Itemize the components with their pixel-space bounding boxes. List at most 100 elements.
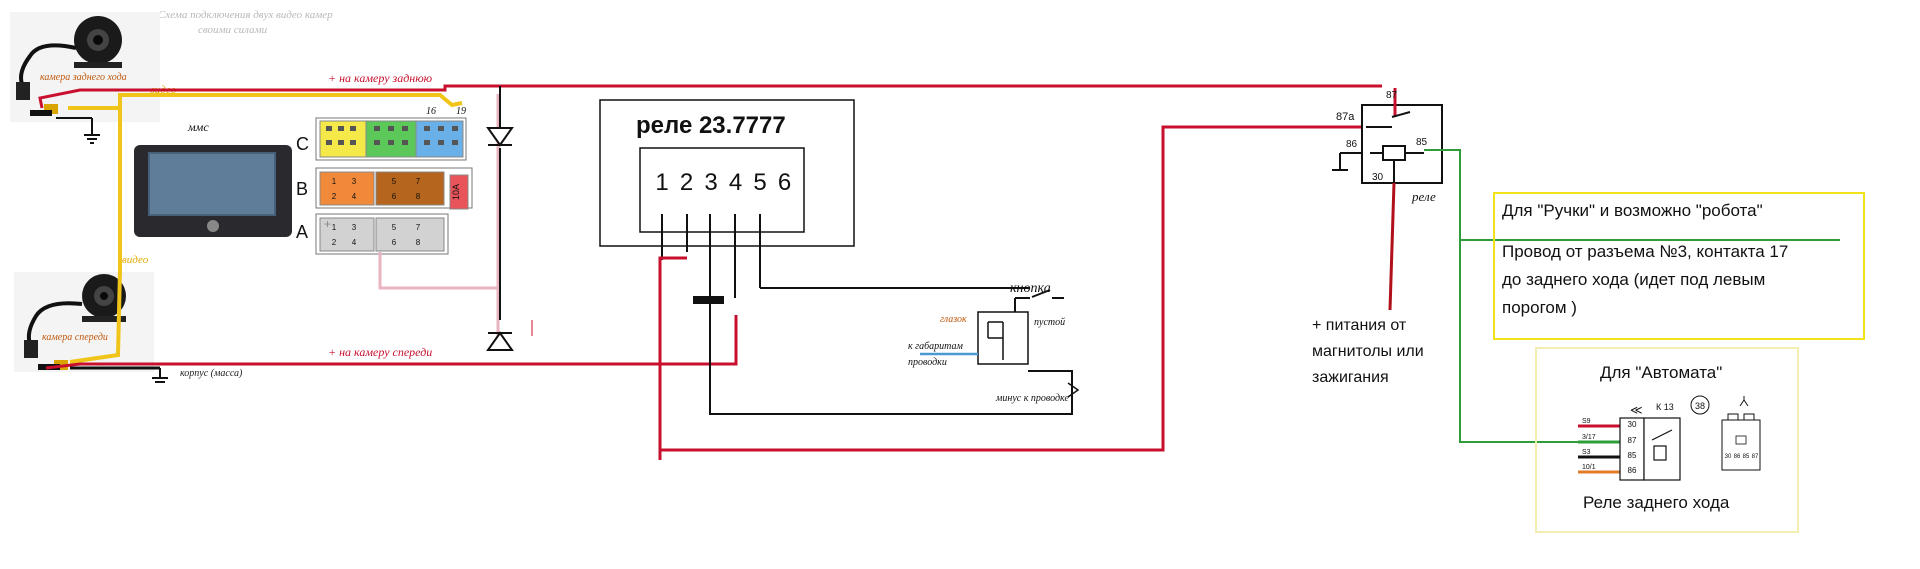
- connector-a-pin-4: 4: [352, 238, 357, 247]
- fuse-label: 10A: [451, 184, 461, 200]
- handle-note-line2: до заднего хода (идет под левым: [1502, 270, 1765, 289]
- auto-pin-85: 85: [1628, 451, 1637, 460]
- connector-a-pin-6: 6: [392, 238, 397, 247]
- auto-note-title: Для "Автомата": [1600, 363, 1722, 382]
- right-relay: [1361, 88, 1443, 184]
- connector-a-pin-1: 1: [332, 223, 337, 232]
- switch-button-label: кнопка: [1010, 281, 1051, 296]
- relay-pin-85: 85: [1416, 137, 1428, 148]
- connector-b-pin-7: 7: [416, 177, 421, 186]
- right-relay-ground: [1332, 152, 1362, 171]
- switch-empty-label: пустой: [1034, 317, 1065, 328]
- auto-relay-diagram: ≪: [1578, 395, 1761, 481]
- row-a-label: A: [296, 222, 308, 242]
- auto-mini-pin-86: 86: [1734, 454, 1741, 460]
- auto-mini-pin-85: 85: [1743, 454, 1750, 460]
- relay-pin-30: 30: [1372, 172, 1384, 183]
- auto-pin-30: 30: [1628, 420, 1637, 429]
- connector-b-pin-4: 4: [352, 192, 357, 201]
- svg-text:≪: ≪: [1630, 403, 1643, 417]
- plus-rear-label: + на камеру заднюю: [328, 71, 433, 85]
- diagram-title-line1: Схема подключения двух видео камер: [158, 9, 333, 21]
- relay-pin-4: 4: [729, 169, 742, 196]
- connector-b-pin-3: 3: [352, 177, 357, 186]
- pin-19-label: 19: [456, 106, 466, 117]
- right-relay-label: реле: [1411, 189, 1436, 204]
- connector-a-pin-7: 7: [416, 223, 421, 232]
- ground-label: корпус (масса): [180, 368, 243, 379]
- power-wire: [1388, 182, 1396, 311]
- auto-caption: Реле заднего хода: [1583, 493, 1730, 512]
- relay-pin-wires: [661, 214, 1030, 300]
- relay-supply-wire: [658, 125, 1384, 460]
- auto-wire-2: S3: [1582, 449, 1591, 456]
- connector-b-pin-5: 5: [392, 177, 397, 186]
- connector-b-pin-8: 8: [416, 192, 421, 201]
- switch-lamp-label: глазок: [940, 314, 967, 325]
- relay-pin-frame: [639, 147, 805, 233]
- auto-mini-pin-30: 30: [1725, 454, 1732, 460]
- head-unit-label: ммс: [187, 120, 209, 134]
- relay-pin-1: 1: [655, 169, 668, 196]
- connector-b-pin-2: 2: [332, 192, 337, 201]
- auto-pin-86: 86: [1628, 466, 1637, 475]
- rear-camera-label: камера заднего хода: [40, 72, 127, 83]
- front-camera-label: камера спереди: [42, 332, 108, 343]
- b-pin-labels: 1 3 5 7 2 4 6 8: [332, 177, 421, 201]
- row-b-label: B: [296, 179, 308, 199]
- auto-pin-labels: 30 87 85 86: [1628, 420, 1637, 475]
- handle-note-line3: порогом ): [1502, 298, 1577, 317]
- power-note-line1: + питания от: [1312, 317, 1407, 334]
- auto-wire-1: 3/17: [1582, 434, 1596, 441]
- auto-k13-label: К 13: [1656, 402, 1674, 412]
- head-unit-icon: [134, 145, 292, 237]
- switch-marker-label-1: к габаритам: [908, 341, 963, 352]
- switch-body: [977, 311, 1029, 365]
- auto-badge-circle: [1690, 395, 1710, 415]
- relay-pin-2: 2: [680, 169, 693, 196]
- row-c-label: C: [296, 134, 309, 154]
- relay-pin-86: 86: [1346, 139, 1358, 150]
- switch-marker-label-2: проводки: [908, 357, 947, 368]
- auto-pin-87: 87: [1628, 436, 1637, 445]
- connector-b-pin-1: 1: [332, 177, 337, 186]
- connector-a-pin-8: 8: [416, 238, 421, 247]
- relay-pin-87: 87: [1386, 90, 1398, 101]
- connector-b-pin-6: 6: [392, 192, 397, 201]
- diode-bottom-icon: [486, 331, 514, 351]
- plus-mark: +: [324, 217, 331, 231]
- relay-pin-87a: 87a: [1336, 111, 1355, 123]
- connector-a-pin-3: 3: [352, 223, 357, 232]
- switch-minus-label: минус к проводке: [995, 393, 1069, 404]
- relay-pin-6: 6: [778, 169, 791, 196]
- power-note-line3: зажигания: [1312, 369, 1389, 386]
- handle-note-line1: Провод от разъема №3, контакта 17: [1502, 242, 1788, 261]
- auto-wire-3: 10/1: [1582, 464, 1596, 471]
- handle-note-box: [1493, 192, 1865, 340]
- connector-b: [315, 167, 473, 210]
- diagram-title-line2: своими силами: [198, 24, 268, 36]
- plus-front-wire: [45, 315, 738, 370]
- video-wires: [68, 93, 463, 364]
- front-ground-wire: [70, 366, 168, 383]
- relay-pin-5: 5: [753, 169, 766, 196]
- auto-mini-pin-87: 87: [1752, 454, 1759, 460]
- rear-camera-icon: [10, 12, 160, 122]
- relay-pin-3: 3: [704, 169, 717, 196]
- plus-front-label: + на камеру спереди: [328, 345, 432, 359]
- connector-c: [315, 117, 467, 161]
- reverse-signal-wire: [1424, 149, 1840, 443]
- video-label-mid: видео: [122, 254, 149, 266]
- handle-note-title: Для "Ручки" и возможно "робота": [1502, 201, 1763, 220]
- auto-wire-0: S9: [1582, 418, 1591, 425]
- pin-16-label: 16: [426, 106, 436, 117]
- auto-badge-label: 38: [1695, 401, 1705, 411]
- switch-contact: [1014, 289, 1064, 312]
- connector-a-pin-2: 2: [332, 238, 337, 247]
- connector-a: [315, 213, 449, 255]
- rear-ground-symbol: [56, 117, 100, 144]
